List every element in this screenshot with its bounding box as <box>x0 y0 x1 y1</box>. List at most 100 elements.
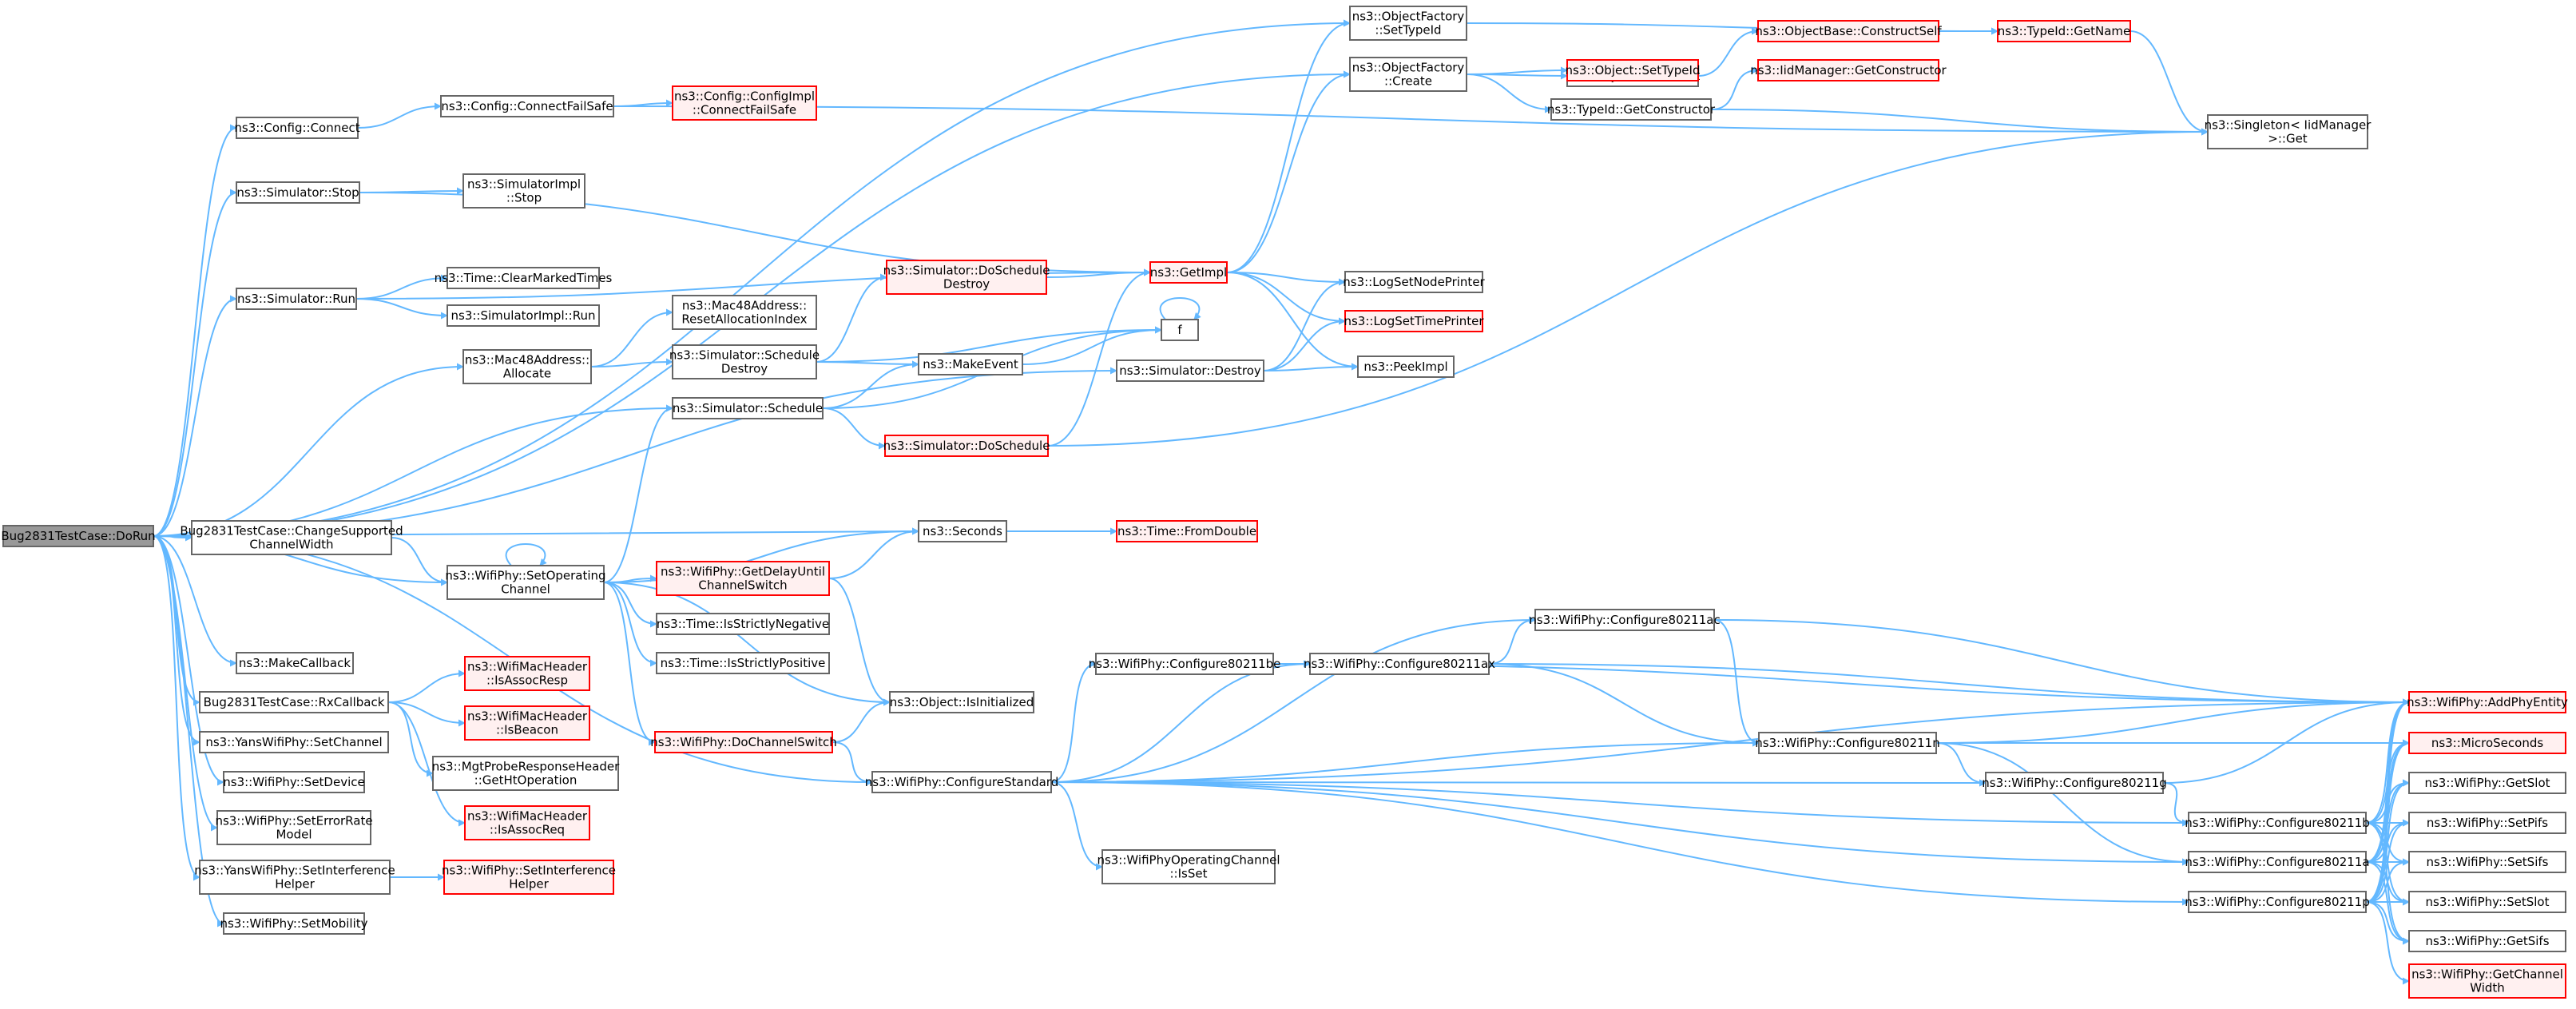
graph-node[interactable]: ns3::WifiMacHeader::IsBeacon <box>464 705 590 741</box>
graph-node[interactable]: ns3::WifiPhy::SetSlot <box>2408 891 2566 913</box>
node-box <box>2408 930 2566 952</box>
graph-node[interactable]: ns3::Config::ConfigImpl::ConnectFailSafe <box>672 85 817 121</box>
graph-node[interactable]: ns3::WifiPhy::SetDevice <box>223 771 365 793</box>
graph-node[interactable]: ns3::WifiPhy::GetSifs <box>2408 930 2566 952</box>
graph-node[interactable]: ns3::Simulator::DoSchedule <box>883 435 1050 457</box>
graph-node[interactable]: ns3::Object::IsInitialized <box>889 691 1034 713</box>
graph-node[interactable]: ns3::Object::SetTypeId <box>1566 59 1701 81</box>
graph-node[interactable]: f <box>1161 319 1199 341</box>
node-label: ns3::TypeId::GetConstructor <box>1547 102 1716 117</box>
graph-node[interactable]: Bug2831TestCase::RxCallback <box>199 691 389 713</box>
graph-node[interactable]: ns3::Simulator::Stop <box>236 181 360 204</box>
node-label: ns3::MicroSeconds <box>2431 736 2544 750</box>
graph-node[interactable]: ns3::Simulator::Schedule <box>672 397 824 419</box>
graph-node[interactable]: ns3::Mac48Address::Allocate <box>462 349 592 384</box>
node-label: ns3::Object::SetTypeId <box>1566 63 1701 77</box>
graph-node[interactable]: ns3::Simulator::Destroy <box>1116 360 1264 382</box>
graph-node[interactable]: ns3::PeekImpl <box>1357 356 1455 378</box>
graph-node[interactable]: ns3::TypeId::GetName <box>1997 20 2131 42</box>
node-box <box>884 435 1049 457</box>
graph-node[interactable]: ns3::YansWifiPhy::SetChannel <box>199 731 389 753</box>
graph-node[interactable]: ns3::WifiPhyOperatingChannel::IsSet <box>1097 849 1280 884</box>
node-box <box>2188 812 2367 834</box>
root-node[interactable]: Bug2831TestCase::DoRun <box>1 525 156 547</box>
graph-node[interactable]: ns3::MakeEvent <box>918 353 1023 375</box>
graph-node[interactable]: ns3::WifiPhy::SetMobility <box>220 912 368 935</box>
graph-node[interactable]: Bug2831TestCase::ChangeSupportedChannelW… <box>180 520 403 555</box>
graph-node[interactable]: ns3::TypeId::GetConstructor <box>1547 98 1716 121</box>
graph-node[interactable]: ns3::IidManager::GetConstructor <box>1750 59 1947 81</box>
graph-node[interactable]: ns3::ObjectFactory::SetTypeId <box>1349 6 1467 41</box>
node-label: ns3::Simulator::Destroy <box>1119 363 1261 378</box>
call-edge <box>1050 739 1760 783</box>
graph-node[interactable]: ns3::MicroSeconds <box>2408 732 2566 754</box>
graph-node[interactable]: ns3::Time::IsStrictlyPositive <box>656 652 830 674</box>
graph-node[interactable]: ns3::Seconds <box>918 520 1007 542</box>
graph-node[interactable]: ns3::WifiPhy::Configure80211b <box>2185 812 2370 834</box>
graph-node[interactable]: ns3::LogSetNodePrinter <box>1343 271 1486 293</box>
graph-node[interactable]: ns3::LogSetTimePrinter <box>1344 310 1484 332</box>
graph-node[interactable]: ns3::WifiPhy::Configure80211a <box>2185 851 2370 873</box>
graph-node[interactable]: ns3::WifiPhy::Configure80211ax <box>1304 653 1495 675</box>
node-box <box>2408 891 2566 913</box>
graph-node[interactable]: ns3::Config::Connect <box>234 117 360 139</box>
graph-node[interactable]: ns3::Simulator::Run <box>236 288 357 310</box>
node-label: ns3::Time::ClearMarkedTimes <box>435 271 613 285</box>
graph-node[interactable]: ns3::WifiPhy::DoChannelSwitch <box>650 731 837 753</box>
graph-node[interactable]: ns3::GetImpl <box>1149 261 1228 284</box>
node-box <box>199 731 389 753</box>
graph-node[interactable]: ns3::SimulatorImpl::Stop <box>462 173 585 209</box>
graph-node[interactable]: ns3::WifiPhy::Configure80211ac <box>1529 609 1721 631</box>
call-edge <box>603 582 656 746</box>
graph-node[interactable]: ns3::WifiMacHeader::IsAssocReq <box>464 805 590 840</box>
node-label: ns3::LogSetNodePrinter <box>1343 275 1485 289</box>
graph-node[interactable]: ns3::WifiPhy::AddPhyEntity <box>2407 691 2568 713</box>
node-box <box>1997 20 2131 42</box>
graph-node[interactable]: ns3::Mac48Address::ResetAllocationIndex <box>672 295 817 330</box>
graph-node[interactable]: ns3::SimulatorImpl::Run <box>447 304 600 327</box>
node-label: ns3::WifiPhy::SetPifs <box>2427 816 2548 830</box>
node-box <box>2408 732 2566 754</box>
call-edge <box>590 358 673 367</box>
call-edge <box>2365 819 2410 903</box>
graph-node[interactable]: ns3::ObjectFactory::Create <box>1349 57 1467 92</box>
graph-node[interactable]: ns3::Config::ConnectFailSafe <box>440 95 614 117</box>
graph-node[interactable]: ns3::WifiPhy::SetPifs <box>2408 812 2566 834</box>
graph-node[interactable]: ns3::WifiPhy::SetSifs <box>2408 851 2566 873</box>
graph-node[interactable]: ns3::WifiPhy::ConfigureStandard <box>865 771 1058 793</box>
graph-node[interactable]: ns3::WifiPhy::Configure80211g <box>1982 772 2167 794</box>
node-label: Width <box>2470 981 2505 995</box>
graph-node[interactable]: ns3::Singleton< IidManager>::Get <box>2205 114 2372 149</box>
graph-node[interactable]: ns3::Time::ClearMarkedTimes <box>435 267 613 289</box>
graph-node[interactable]: ns3::MgtProbeResponseHeader::GetHtOperat… <box>432 756 620 791</box>
node-label: ns3::WifiPhy::GetDelayUntil <box>661 565 825 579</box>
graph-node[interactable]: ns3::MakeCallback <box>236 652 354 674</box>
node-box <box>1566 59 1699 81</box>
graph-node[interactable]: ns3::WifiPhy::GetSlot <box>2408 772 2566 794</box>
node-label: ns3::Mac48Address:: <box>682 299 807 313</box>
graph-node[interactable]: ns3::WifiMacHeader::IsAssocResp <box>464 656 590 691</box>
graph-node[interactable]: ns3::ObjectBase::ConstructSelf <box>1755 20 1942 42</box>
node-label: ns3::ObjectFactory <box>1352 10 1465 24</box>
graph-node[interactable]: ns3::Time::IsStrictlyNegative <box>656 613 830 635</box>
node-label: ChannelSwitch <box>698 578 787 593</box>
node-label: Bug2831TestCase::RxCallback <box>204 695 385 709</box>
node-label: ns3::WifiMacHeader <box>467 809 588 824</box>
node-box <box>2207 114 2368 149</box>
node-label: ns3::MakeCallback <box>239 656 351 670</box>
graph-node[interactable]: ns3::Time::FromDouble <box>1116 520 1258 542</box>
node-label: ::Stop <box>506 191 542 205</box>
graph-node[interactable]: ns3::WifiPhy::Configure80211be <box>1089 653 1281 675</box>
node-box <box>462 349 592 384</box>
graph-node[interactable]: ns3::WifiPhy::Configure80211n <box>1755 732 1940 754</box>
graph-node[interactable]: ns3::WifiPhy::Configure80211p <box>2185 891 2370 913</box>
node-box <box>447 565 605 600</box>
